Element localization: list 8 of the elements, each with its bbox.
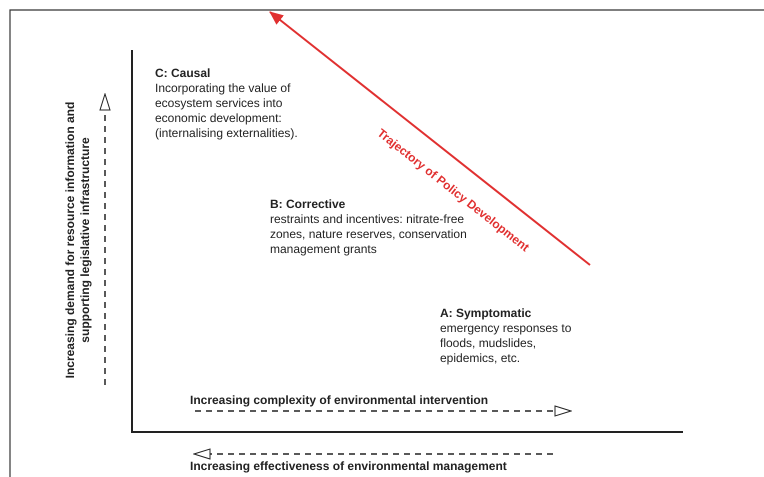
category-heading: C: Causal — [155, 66, 212, 81]
axis-label: Increasing effectiveness of environmental management — [190, 459, 508, 474]
category-heading: A: Symptomatic — [440, 306, 532, 321]
category-description: restraints and incentives: nitrate-free zones, nature reserves, conservation management grants — [270, 212, 467, 257]
axis-label: Increasing complexity of environmental intervention — [190, 393, 490, 408]
axis-label: Increasing demand for resource information and supporting legislative infrastructure — [63, 100, 93, 380]
category-description: emergency responses to floods, mudslides, epidemics, etc. — [440, 321, 572, 366]
category-description: Incorporating the value of ecosystem services into economic development: (internalising externalities). — [155, 81, 299, 141]
